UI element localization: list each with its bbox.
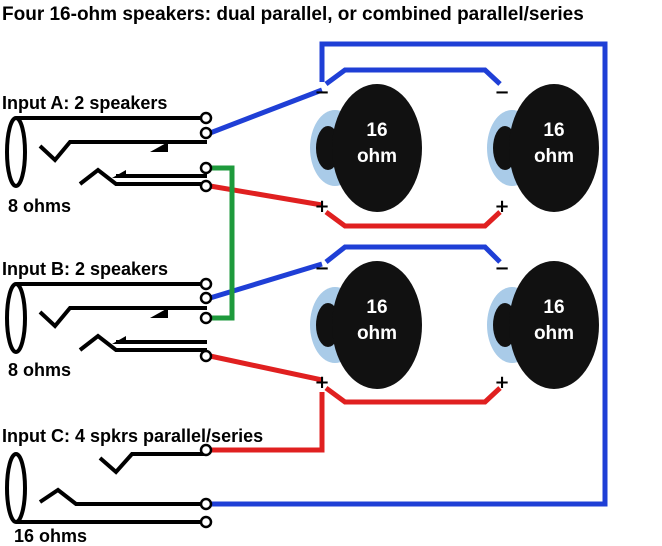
speaker-3-negative-sign: − [314, 258, 329, 279]
speaker-2-negative-sign: − [494, 82, 509, 103]
speaker-bottom-right: 16 ohm [487, 261, 599, 389]
speaker-1-negative-sign: − [314, 82, 329, 103]
jack-input-a [5, 116, 207, 188]
jack-terminals [199, 111, 213, 529]
wire-input-b-positive [209, 353, 323, 383]
wire-input-b-negative [209, 261, 323, 301]
speaker-1-unit: ohm [357, 146, 397, 167]
speaker-2-unit: ohm [534, 146, 574, 167]
wire-input-a-negative [209, 87, 323, 136]
speaker-2-positive-sign: + [494, 196, 509, 217]
jack-input-b-contact-2 [112, 336, 126, 344]
input-a-label: Input A: 2 speakers [2, 93, 167, 113]
wire-bottom-pair-negative [324, 244, 502, 264]
speaker-1-value: 16 [366, 120, 387, 141]
input-c-label: Input C: 4 spkrs parallel/series [2, 426, 263, 446]
wire-top-pair-negative [324, 67, 502, 87]
input-c-impedance: 16 ohms [14, 526, 87, 546]
speaker-2-value: 16 [543, 120, 564, 141]
speaker-4-negative-sign: − [494, 258, 509, 279]
speaker-3-positive-sign: + [314, 372, 329, 393]
speaker-top-right: 16 ohm [487, 84, 599, 212]
speaker-3-value: 16 [366, 297, 387, 318]
wire-input-a-positive [209, 183, 323, 208]
wire-link-green [210, 165, 235, 321]
speaker-1-positive-sign: + [314, 196, 329, 217]
wire-input-c-positive [210, 392, 325, 453]
wire-top-pair-positive [324, 209, 502, 229]
wire-bottom-pair-positive [324, 385, 502, 405]
speaker-top-left: 16 ohm [310, 84, 422, 212]
input-b-label: Input B: 2 speakers [2, 259, 168, 279]
speaker-4-positive-sign: + [494, 372, 509, 393]
input-a-impedance: 8 ohms [8, 196, 71, 216]
jack-input-b [5, 282, 207, 354]
speaker-bottom-left: 16 ohm [310, 261, 422, 389]
jack-input-a-contact-2 [112, 170, 126, 178]
jack-input-c [5, 452, 207, 524]
wire-input-c-negative [210, 41, 608, 507]
jack-input-b-contact [150, 308, 168, 318]
jack-input-a-contact [150, 142, 168, 152]
speaker-4-unit: ohm [534, 323, 574, 344]
input-b-impedance: 8 ohms [8, 360, 71, 380]
speaker-3-unit: ohm [357, 323, 397, 344]
speaker-4-value: 16 [543, 297, 564, 318]
diagram-title: Four 16-ohm speakers: dual parallel, or … [2, 4, 584, 25]
